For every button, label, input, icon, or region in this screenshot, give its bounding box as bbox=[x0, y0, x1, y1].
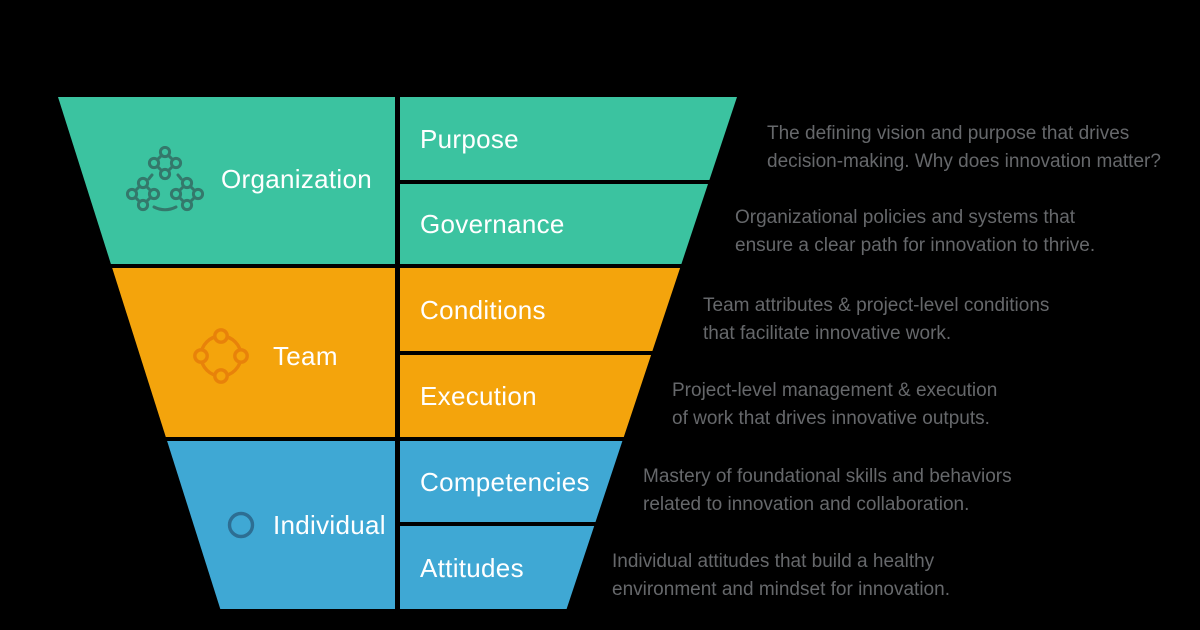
level-label-organization: Organization bbox=[125, 145, 373, 212]
description-line: The defining vision and purpose that dri… bbox=[767, 123, 1130, 144]
description-line: decision-making. Why does innovation mat… bbox=[767, 151, 1161, 172]
level-label-text: Organization bbox=[221, 163, 373, 194]
description-conditions: Team attributes & project-level conditio… bbox=[703, 292, 1049, 348]
description-competencies: Mastery of foundational skills and behav… bbox=[643, 463, 1012, 519]
row-label-conditions: Conditions bbox=[420, 295, 546, 325]
description-line: ensure a clear path for innovation to th… bbox=[735, 235, 1096, 256]
funnel-row-attitudes bbox=[400, 526, 595, 609]
funnel-row-competencies bbox=[400, 441, 623, 522]
row-label-competencies: Competencies bbox=[420, 467, 590, 497]
funnel-band-organization bbox=[58, 97, 395, 264]
description-execution: Project-level management & execution of … bbox=[672, 377, 997, 433]
level-label-text: Individual bbox=[273, 509, 386, 540]
funnel-row-governance bbox=[400, 184, 708, 264]
row-label-governance: Governance bbox=[420, 209, 565, 239]
description-line: Team attributes & project-level conditio… bbox=[703, 295, 1050, 316]
description-attitudes: Individual attitudes that build a health… bbox=[612, 548, 950, 604]
description-governance: Organizational policies and systems that… bbox=[735, 204, 1095, 260]
description-line: Project-level management & execution bbox=[672, 380, 998, 401]
organization-network-icon bbox=[125, 145, 205, 212]
description-line: related to innovation and collaboration. bbox=[643, 494, 970, 515]
team-ring-icon bbox=[192, 327, 250, 385]
funnel-row-execution bbox=[400, 355, 652, 437]
row-label-purpose: Purpose bbox=[420, 124, 519, 154]
description-line: Individual attitudes that build a health… bbox=[612, 551, 935, 572]
row-label-attitudes: Attitudes bbox=[420, 553, 524, 583]
level-label-team: Team bbox=[192, 327, 338, 385]
funnel-row-purpose bbox=[400, 97, 737, 180]
description-line: that facilitate innovative work. bbox=[703, 323, 952, 344]
funnel-band-team bbox=[112, 268, 395, 437]
description-line: environment and mindset for innovation. bbox=[612, 579, 950, 600]
description-purpose: The defining vision and purpose that dri… bbox=[767, 120, 1161, 176]
description-line: Organizational policies and systems that bbox=[735, 207, 1076, 228]
person-circle-icon bbox=[226, 510, 256, 540]
description-line: of work that drives innovative outputs. bbox=[672, 408, 990, 429]
funnel-band-individual bbox=[167, 441, 395, 609]
row-label-execution: Execution bbox=[420, 381, 537, 411]
funnel-row-conditions bbox=[400, 268, 681, 351]
level-label-text: Team bbox=[273, 340, 338, 371]
description-line: Mastery of foundational skills and behav… bbox=[643, 466, 1012, 487]
level-label-individual: Individual bbox=[226, 510, 386, 540]
